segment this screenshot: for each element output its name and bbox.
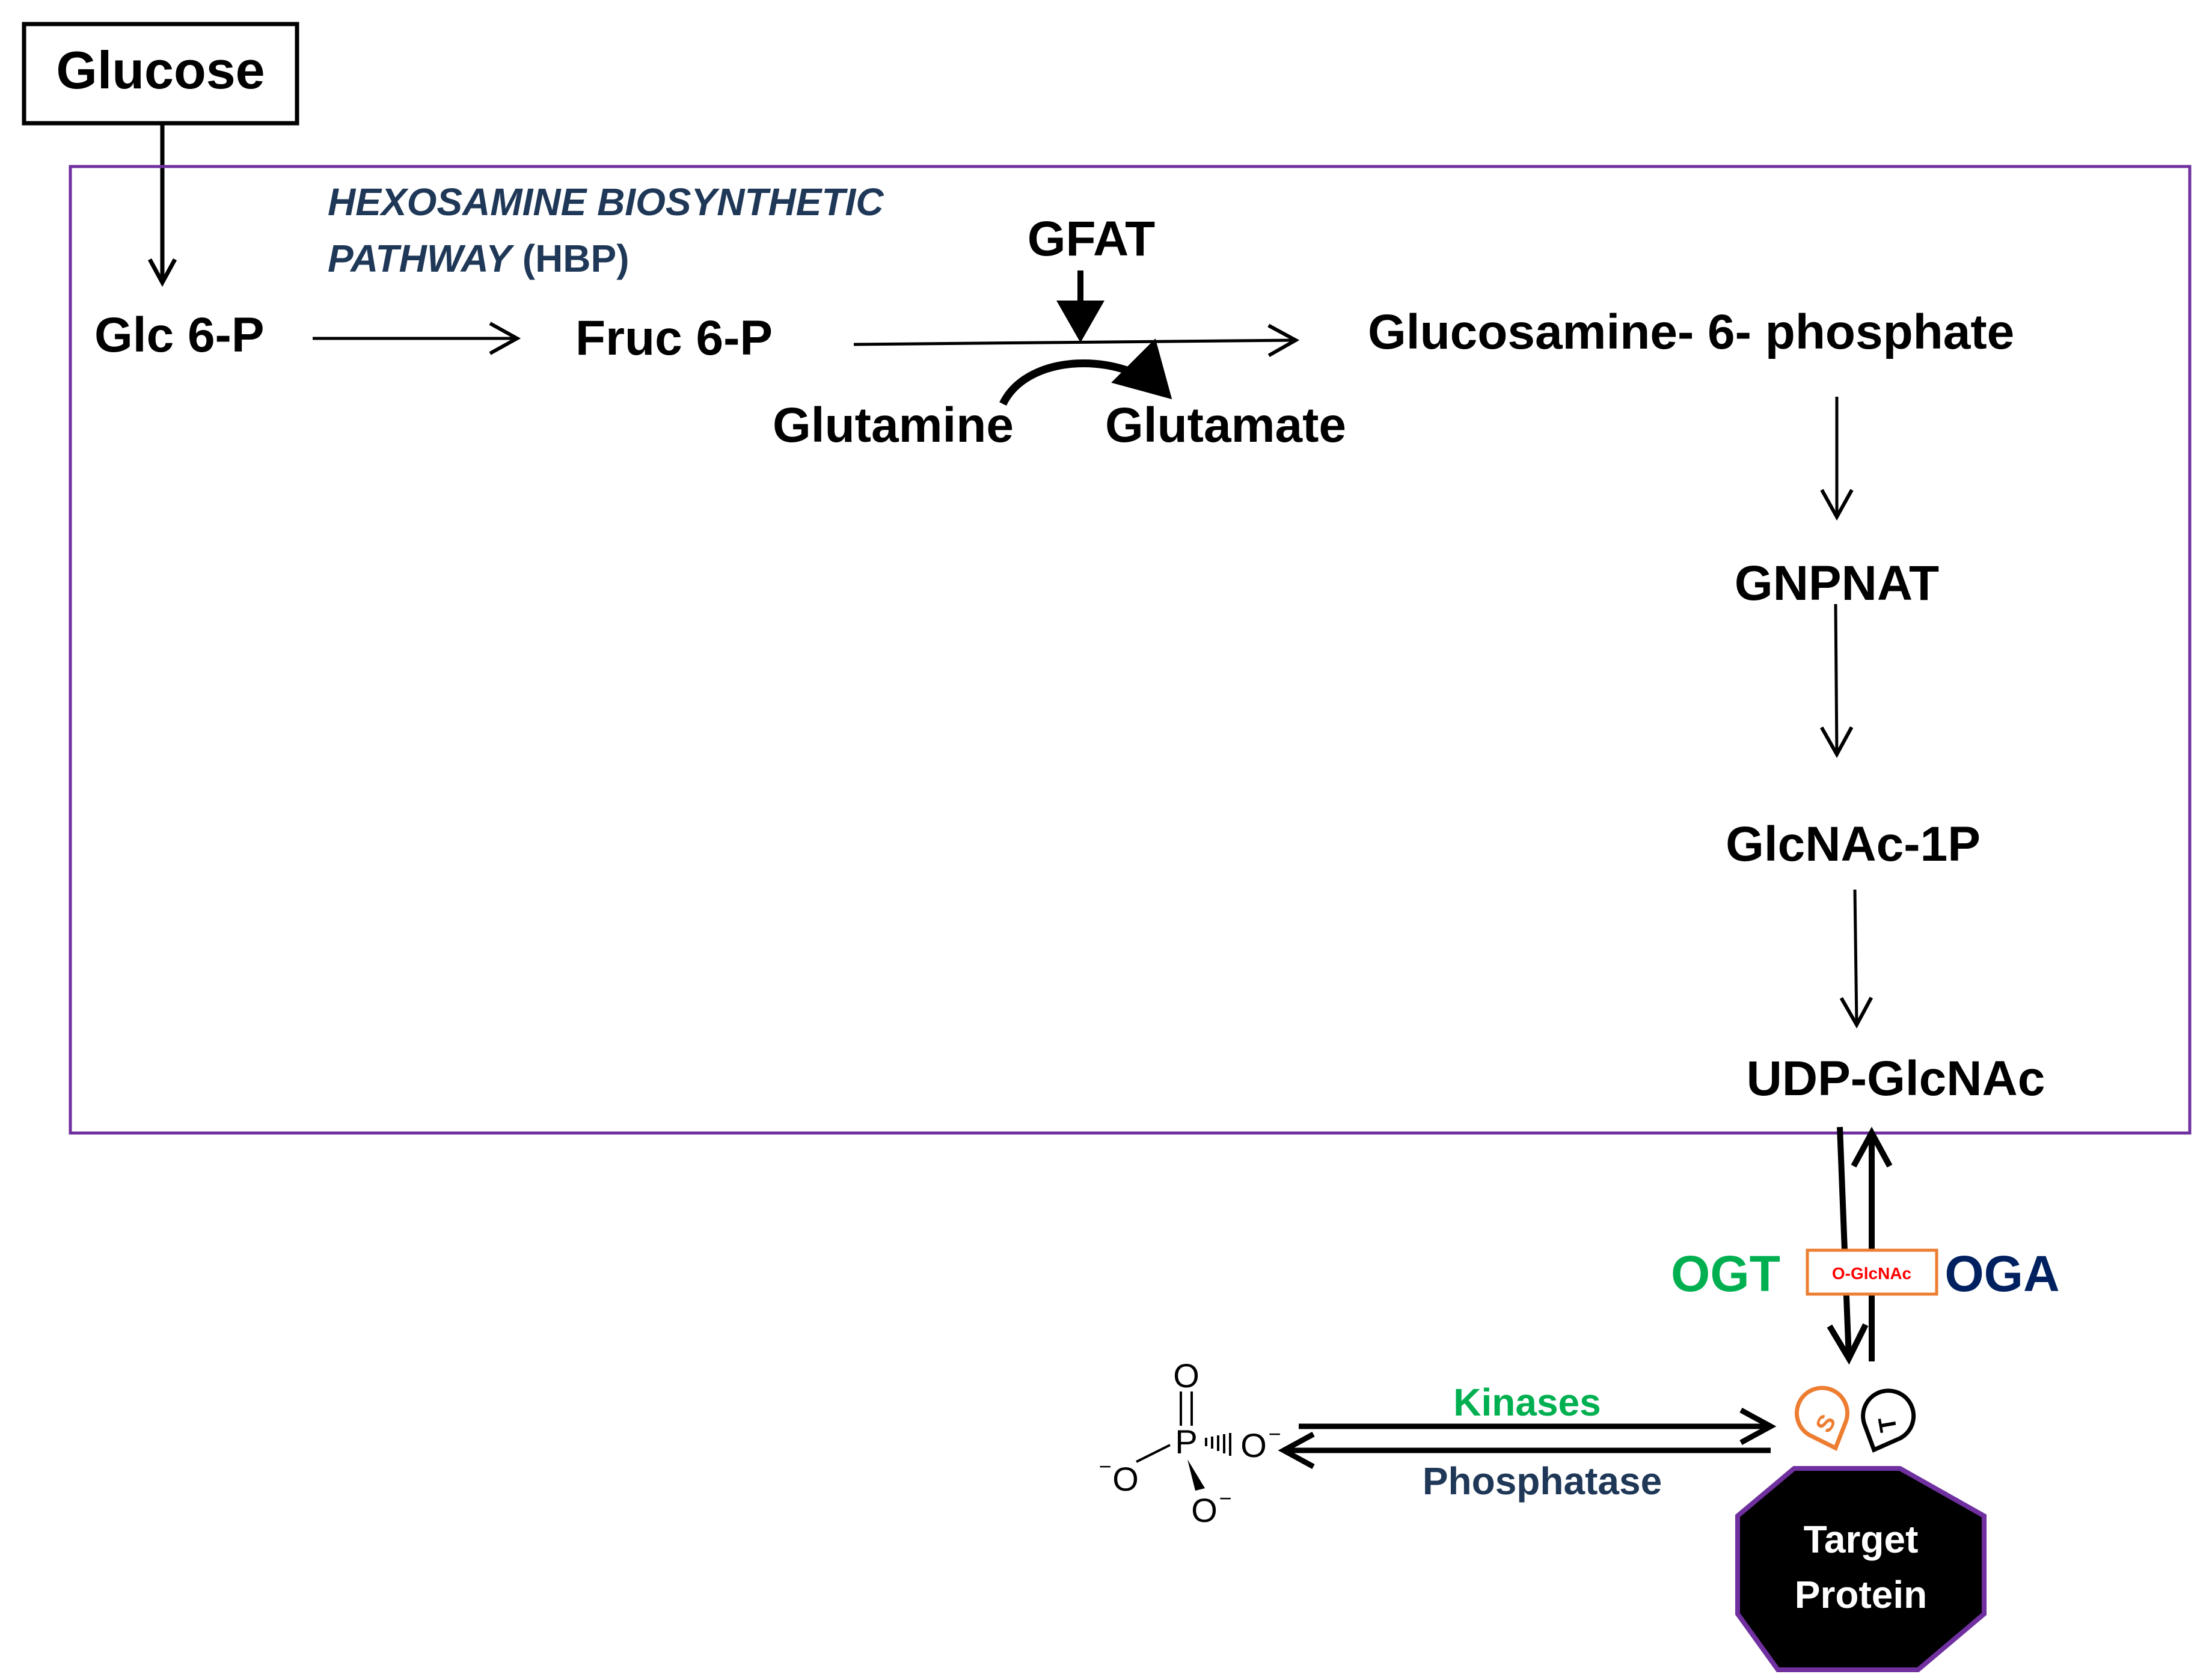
threonine-pin <box>1861 1388 1916 1453</box>
phosphate-p: P <box>1175 1423 1197 1461</box>
phosphate-o-left-charge: − <box>1098 1454 1111 1479</box>
pathway-title-line2: PATHWAY(HBP) <box>328 237 630 280</box>
glucose-box <box>22 22 299 126</box>
ogt-arrow <box>1827 1126 1869 1365</box>
glucose-label: Glucose <box>56 40 265 100</box>
fruc6p-to-glucosamine-arrow <box>853 323 1300 358</box>
phosphate-hashed-bond <box>1205 1433 1231 1456</box>
oglcnac-tag <box>1806 1248 1938 1296</box>
serine-pin <box>1795 1385 1849 1451</box>
phosphate-o-bottom-charge: − <box>1219 1486 1231 1510</box>
phosphate-o-top: O <box>1173 1357 1199 1394</box>
kinases-label: Kinases <box>1453 1381 1601 1424</box>
oglcnac-label: O-GlcNAc <box>1832 1264 1911 1283</box>
glcnac1p-to-udpglcnac-arrow <box>1839 889 1873 1029</box>
target-protein-octagon <box>1735 1466 1987 1672</box>
target-protein-line2: Protein <box>1795 1573 1927 1616</box>
hbp-box <box>69 165 2192 1135</box>
phosphate-left-bond <box>1136 1444 1171 1463</box>
glutamate-label: Glutamate <box>1105 398 1346 453</box>
glutamine-label: Glutamine <box>773 398 1014 453</box>
glucosamine6p-label: Glucosamine- 6- phosphate <box>1368 305 2014 359</box>
glcnac1p-label: GlcNAc-1P <box>1726 817 1981 872</box>
phosphate-structure: O P O − O − O − <box>1098 1357 1281 1529</box>
phosphate-o-bottom: O <box>1191 1491 1218 1529</box>
gnpnat-label: GNPNAT <box>1735 556 1939 611</box>
phosphate-o-right-charge: − <box>1268 1422 1281 1446</box>
target-protein-line1: Target <box>1804 1518 1919 1561</box>
udpglcnac-label: UDP-GlcNAc <box>1747 1051 2045 1106</box>
phosphate-o-right: O <box>1240 1426 1267 1464</box>
gfat-label: GFAT <box>1028 212 1156 266</box>
threonine-residue: T <box>1861 1388 1916 1453</box>
ogt-label: OGT <box>1671 1245 1780 1302</box>
gnpnat-to-glcnac1p-arrow <box>1820 603 1854 759</box>
serine-residue: S <box>1795 1385 1849 1451</box>
phosphate-o-left: O <box>1112 1460 1139 1498</box>
pathway-title-line1: HEXOSAMINE BIOSYNTHETIC <box>328 180 884 224</box>
fruc6p-label: Fruc 6-P <box>575 311 773 365</box>
oga-label: OGA <box>1944 1245 2059 1302</box>
glutamine-glutamate-arrow <box>999 338 1172 406</box>
phosphate-wedge-bond <box>1187 1459 1205 1491</box>
phosphatase-label: Phosphatase <box>1423 1459 1662 1503</box>
pathway-title-italic: PATHWAY <box>328 237 515 280</box>
glc6p-label: Glc 6-P <box>94 308 265 362</box>
pathway-title-suffix: (HBP) <box>522 237 630 280</box>
